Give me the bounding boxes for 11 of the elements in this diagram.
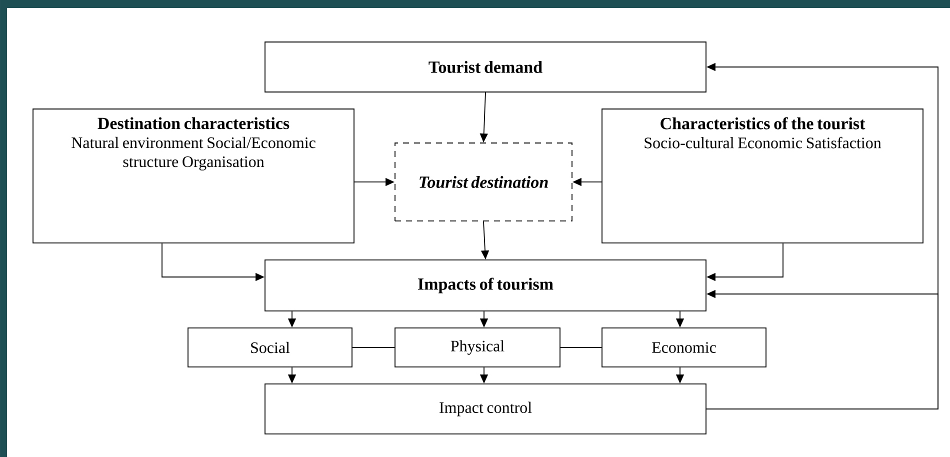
process-box: Impact control — [264, 384, 706, 434]
connector-line — [352, 347, 395, 348]
process-box: Physical — [394, 328, 560, 368]
process-box: Destination characteristics Natural environment Social/Economic structure Organisation — [32, 108, 354, 244]
process-box: Social — [188, 328, 352, 368]
process-box: Economic — [602, 328, 766, 368]
connector-line — [560, 347, 602, 348]
process-box: Characteristics of the tourist Socio-cultural Economic Satisfaction — [602, 108, 924, 244]
destination-box: Tourist destination — [394, 142, 572, 222]
process-box: Tourist demand — [264, 42, 706, 92]
process-box: Impacts of tourism — [264, 260, 706, 312]
